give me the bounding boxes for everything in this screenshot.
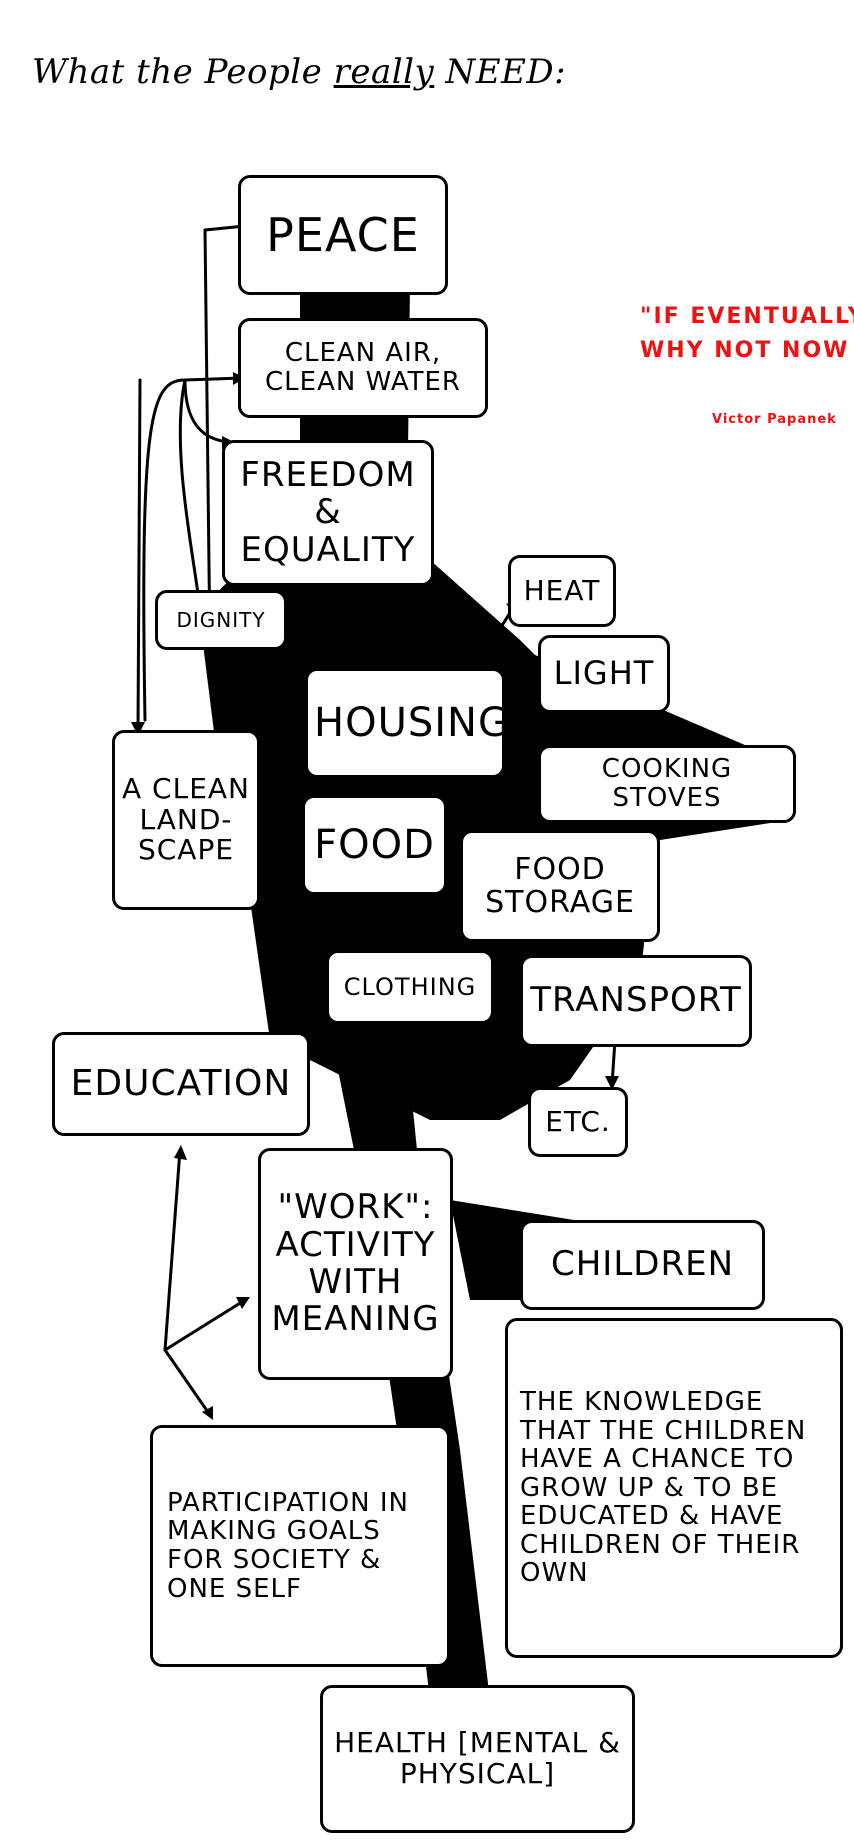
node-education-label: EDUCATION	[70, 1063, 292, 1105]
node-clean-landscape-label: A CLEAN LAND-SCAPE	[122, 771, 250, 867]
node-etc-label: ETC.	[545, 1104, 611, 1138]
node-clothing: CLOTHING	[326, 950, 494, 1024]
node-health: HEALTH [MENTAL & PHYSICAL]	[320, 1685, 635, 1833]
node-clothing-label: CLOTHING	[343, 972, 477, 1001]
arrow-to-clean-air	[142, 376, 244, 722]
arrow-work-education	[163, 1148, 182, 1352]
node-cooking-stoves: COOKING STOVES	[538, 745, 796, 823]
node-clean-air-water: CLEAN AIR, CLEAN WATER	[238, 318, 488, 418]
node-children-label: CHILDREN	[551, 1244, 734, 1285]
node-heat: HEAT	[508, 555, 616, 627]
node-transport: TRANSPORT	[520, 955, 752, 1047]
arrow-branch-participation	[163, 1348, 212, 1417]
arrow-branch-work	[163, 1298, 247, 1352]
heading-emphasis: really	[333, 52, 435, 92]
node-participation-label: PARTICIPATION IN MAKING GOALS FOR SOCIET…	[167, 1487, 409, 1604]
node-participation: PARTICIPATION IN MAKING GOALS FOR SOCIET…	[150, 1425, 450, 1667]
node-clean-air-water-label: CLEAN AIR, CLEAN WATER	[265, 338, 461, 397]
node-work-label: "WORK": ACTIVITY WITH MEANING	[271, 1187, 440, 1340]
page-title-text: What the People really NEED:	[32, 52, 567, 92]
node-light-label: LIGHT	[553, 654, 655, 693]
node-children-knowledge-label: THE KNOWLEDGE THAT THE CHILDREN HAVE A C…	[520, 1386, 807, 1589]
quote-line-2: WHY NOT NOW	[640, 338, 850, 364]
node-freedom-equality-label: FREEDOM & EQUALITY	[240, 454, 416, 570]
node-cooking-stoves-label: COOKING STOVES	[601, 754, 733, 813]
node-peace: PEACE	[238, 175, 448, 295]
quote-line-1: "IF EVENTUALLY	[640, 304, 854, 329]
node-light: LIGHT	[538, 635, 670, 713]
node-dignity: DIGNITY	[155, 590, 287, 650]
node-etc: ETC.	[528, 1087, 628, 1157]
node-children-knowledge: THE KNOWLEDGE THAT THE CHILDREN HAVE A C…	[505, 1318, 843, 1658]
node-food-label: FOOD	[314, 822, 435, 868]
arrows	[136, 223, 617, 1417]
arrow-housing-light	[498, 676, 542, 692]
node-peace-label: PEACE	[266, 207, 420, 262]
node-transport-label: TRANSPORT	[530, 980, 742, 1021]
quote: "IF EVENTUALLY WHY NOT NOW	[640, 300, 854, 368]
node-work: "WORK": ACTIVITY WITH MEANING	[258, 1148, 453, 1380]
node-heat-label: HEAT	[523, 573, 601, 607]
node-food-storage-label: FOOD STORAGE	[485, 852, 635, 920]
node-freedom-equality: FREEDOM & EQUALITY	[222, 440, 434, 586]
node-children: CHILDREN	[520, 1220, 765, 1310]
arrow-to-dignity	[178, 378, 202, 612]
node-housing: HOUSING	[305, 668, 510, 778]
node-education: EDUCATION	[52, 1032, 310, 1136]
node-health-label: HEALTH [MENTAL & PHYSICAL]	[334, 1726, 621, 1790]
node-housing-label: HOUSING	[314, 700, 510, 746]
quote-author: Victor Papanek	[712, 412, 837, 427]
node-clean-landscape: A CLEAN LAND-SCAPE	[112, 730, 260, 910]
node-dignity-label: DIGNITY	[176, 608, 266, 632]
node-food: FOOD	[302, 795, 447, 895]
page-title: What the People really NEED:	[32, 52, 566, 92]
arrow-to-landscape	[136, 378, 142, 732]
arrow-to-freedom	[183, 378, 232, 444]
node-food-storage: FOOD STORAGE	[460, 830, 660, 942]
